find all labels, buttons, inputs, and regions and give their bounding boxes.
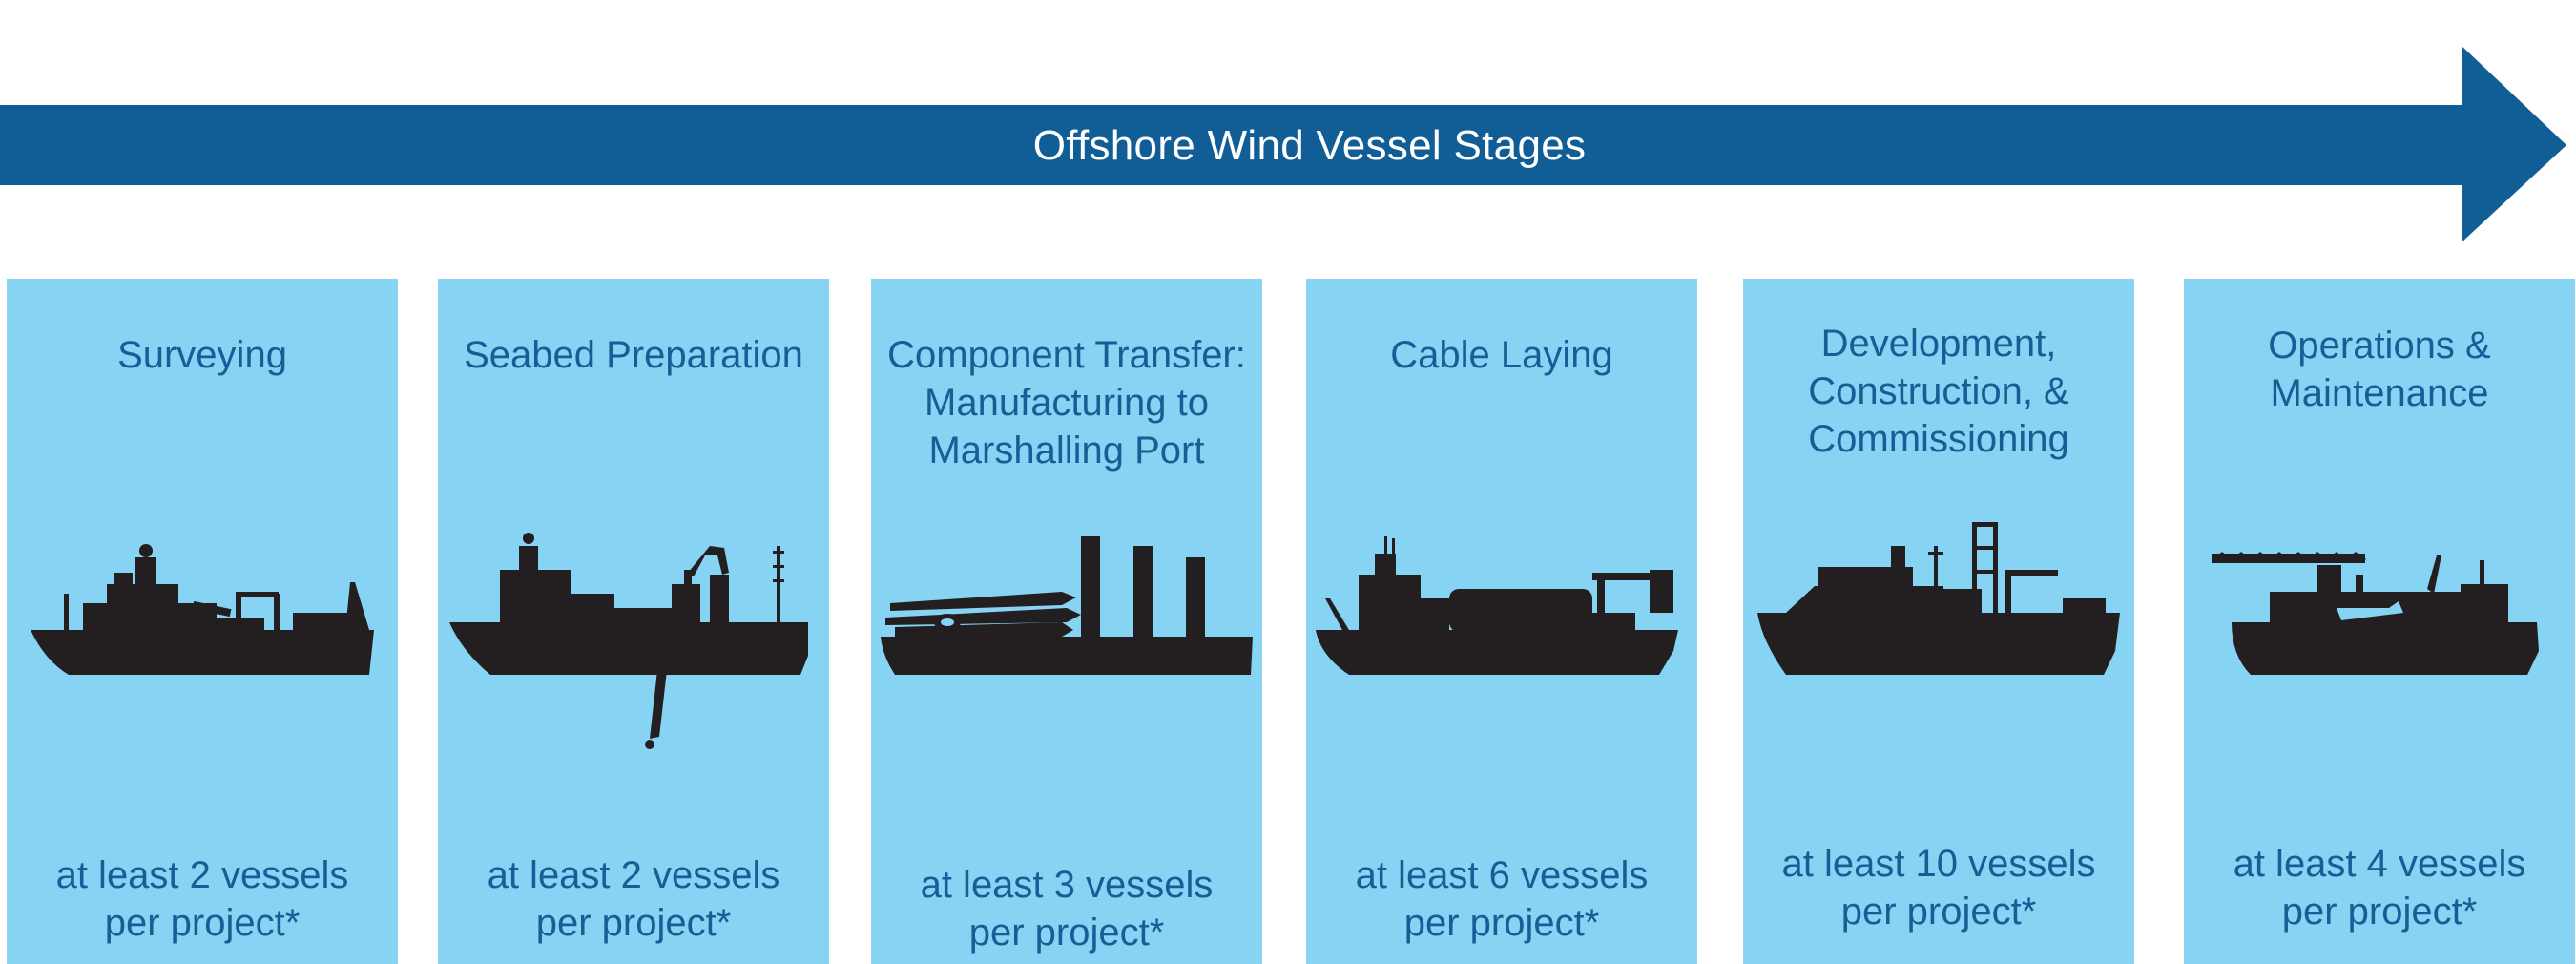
stage-vessel-count: at least 10 vessels per project* — [1781, 843, 2096, 933]
dredging-vessel-icon — [449, 533, 808, 749]
stage-vessel-count: at least 3 vessels per project* — [920, 864, 1214, 954]
stage-vessel-count: at least 6 vessels per project* — [1355, 854, 1649, 944]
stage-surveying: Surveying at least 2 vessels per project… — [7, 279, 398, 964]
stage-cable-laying: Cable Laying at least 6 vessels per proj… — [1306, 279, 1697, 964]
stages-arrow: Offshore Wind Vessel Stages — [0, 46, 2576, 246]
stage-vessel-count: at least 2 vessels per project* — [55, 854, 349, 944]
stage-vessel-count: at least 4 vessels per project* — [2233, 843, 2526, 933]
stage-operations-maintenance: Operations & Maintenance at least 4 vess… — [2184, 279, 2575, 964]
stage-component-transfer: Component Transfer: Manufacturing to Mar… — [871, 279, 1262, 964]
stage-title: Development, Construction, & Commissioni… — [1808, 323, 2069, 460]
stage-title: Operations & Maintenance — [2268, 325, 2491, 414]
stage-title: Seabed Preparation — [464, 334, 803, 376]
diagram-title: Offshore Wind Vessel Stages — [1032, 122, 1587, 169]
stage-development-construction: Development, Construction, & Commissioni… — [1743, 279, 2134, 964]
stage-seabed-preparation: Seabed Preparation at least 2 vessels pe… — [438, 279, 829, 964]
service-vessel-icon — [2212, 552, 2539, 675]
stage-title: Component Transfer: Manufacturing to Mar… — [887, 334, 1246, 472]
stage-vessel-count: at least 2 vessels per project* — [487, 854, 780, 944]
jackup-vessel-icon — [1757, 522, 2120, 675]
cargo-barge-icon — [881, 536, 1253, 675]
stage-title: Surveying — [117, 334, 287, 376]
stage-title: Cable Laying — [1390, 334, 1613, 376]
survey-vessel-icon — [31, 544, 374, 675]
arrow-shape — [0, 46, 2566, 242]
cable-laying-vessel-icon — [1316, 536, 1678, 675]
